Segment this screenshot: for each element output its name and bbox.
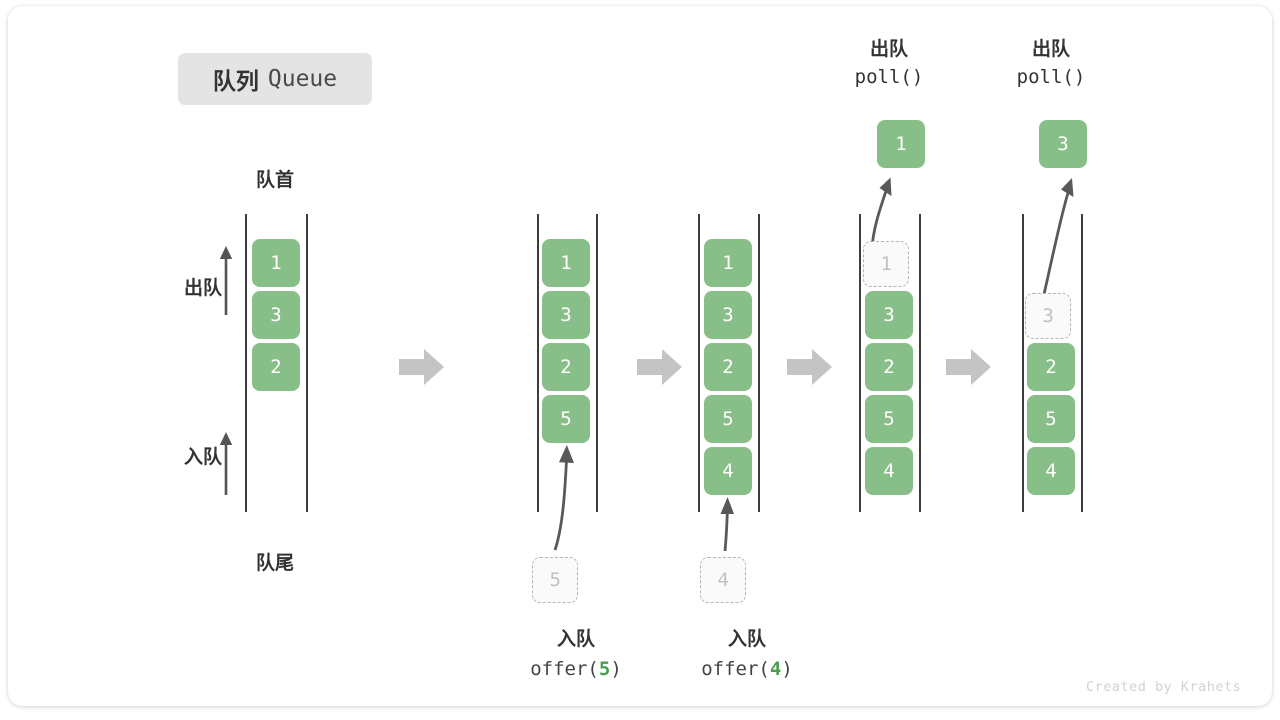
- col3-enqueue-curve-arrow-icon: [708, 491, 756, 553]
- flow-arrow-4: [946, 347, 992, 387]
- col2-cell-0: 1: [542, 239, 590, 287]
- col2-cell-2: 2: [542, 343, 590, 391]
- col4-result-cell: 1: [877, 120, 925, 168]
- col2-footer-label: 入队 offer(5): [476, 626, 676, 683]
- col3-fn-suffix: ): [781, 657, 793, 680]
- enqueue-side-label: 入队: [183, 447, 222, 468]
- flow-arrow-3: [787, 347, 833, 387]
- col3-fn-prefix: offer(: [701, 657, 770, 680]
- col2-cell-3: 5: [542, 395, 590, 443]
- col3-ghost-incoming: 4: [700, 557, 747, 604]
- col5-cell-2: 4: [1027, 447, 1075, 495]
- credit-text: Created by Krahets: [1086, 679, 1242, 695]
- col3-cell-4: 4: [704, 447, 752, 495]
- col2-rail-right: [596, 214, 598, 512]
- col4-ghost-removed: 1: [863, 241, 910, 288]
- col3-rail-left: [698, 214, 700, 512]
- col2-footer-fn: offer(5): [476, 655, 676, 684]
- diagram-title-badge: 队列 Queue: [178, 53, 372, 105]
- col5-ghost-removed: 3: [1025, 293, 1072, 340]
- col3-cell-0: 1: [704, 239, 752, 287]
- col4-cell-1: 2: [865, 343, 913, 391]
- queue-head-label: 队首: [255, 170, 294, 191]
- col2-cell-1: 3: [542, 291, 590, 339]
- col5-rail-right: [1081, 214, 1083, 512]
- col1-rail-right: [306, 214, 308, 512]
- col2-fn-suffix: ): [610, 657, 622, 680]
- col5-header-cn: 出队: [1031, 39, 1070, 60]
- col1-cell-2: 2: [252, 343, 300, 391]
- col3-rail-right: [758, 214, 760, 512]
- flow-arrow-2: [637, 347, 683, 387]
- dequeue-up-arrow-icon: [218, 244, 234, 316]
- col3-cell-3: 5: [704, 395, 752, 443]
- col2-fn-arg: 5: [598, 657, 611, 680]
- col1-cell-0: 1: [252, 239, 300, 287]
- dequeue-side-label: 出队: [183, 278, 222, 299]
- col3-fn-arg: 4: [769, 657, 782, 680]
- col2-rail-left: [537, 214, 539, 512]
- col4-header-cn: 出队: [869, 39, 908, 60]
- col4-rail-right: [919, 214, 921, 512]
- col3-footer-cn: 入队: [727, 629, 766, 650]
- col3-cell-1: 3: [704, 291, 752, 339]
- flow-arrow-1: [399, 347, 445, 387]
- col2-fn-prefix: offer(: [530, 657, 599, 680]
- col5-cell-1: 5: [1027, 395, 1075, 443]
- col5-cell-0: 2: [1027, 343, 1075, 391]
- col4-cell-0: 3: [865, 291, 913, 339]
- enqueue-up-arrow-icon: [218, 430, 234, 496]
- col3-cell-2: 2: [704, 343, 752, 391]
- title-en: Queue: [267, 66, 338, 92]
- diagram-card: 队列 Queue 队首 队尾 出队 入队 1 3 2 1 3 2 5: [8, 6, 1272, 706]
- col1-cell-1: 3: [252, 291, 300, 339]
- col2-ghost-incoming: 5: [532, 557, 579, 604]
- col1-rail-left: [245, 214, 247, 512]
- col4-header-label: 出队 poll(): [814, 36, 964, 91]
- col5-header-fn: poll(): [1016, 65, 1086, 88]
- col5-result-cell: 3: [1039, 120, 1087, 168]
- col2-footer-cn: 入队: [556, 629, 595, 650]
- col3-footer-label: 入队 offer(4): [647, 626, 847, 683]
- col4-header-fn: poll(): [854, 65, 924, 88]
- col4-cell-2: 5: [865, 395, 913, 443]
- col5-header-label: 出队 poll(): [976, 36, 1126, 91]
- title-cn: 队列: [212, 68, 259, 94]
- col4-cell-3: 4: [865, 447, 913, 495]
- col2-enqueue-curve-arrow-icon: [533, 438, 593, 553]
- col3-footer-fn: offer(4): [647, 655, 847, 684]
- col5-dequeue-curve-arrow-icon: [1020, 171, 1100, 306]
- col4-rail-left: [859, 214, 861, 512]
- col5-rail-left: [1022, 214, 1024, 512]
- queue-tail-label: 队尾: [255, 553, 294, 574]
